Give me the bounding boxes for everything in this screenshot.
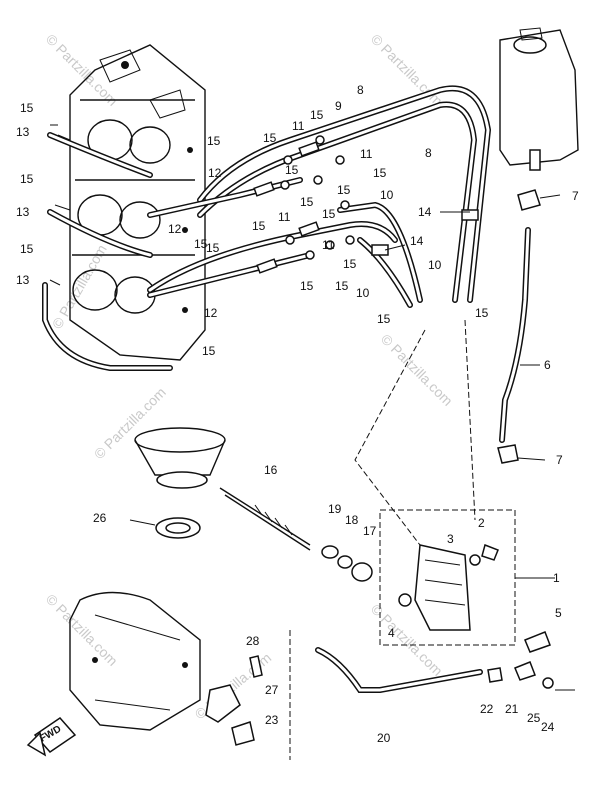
callout-layer: 1 2 3 4 5 6 7 7 8 8 9 10 10 10 11 11 11 …: [16, 83, 579, 745]
callout: 2: [478, 516, 485, 530]
hoses-10: [337, 201, 423, 308]
callout: 15: [252, 219, 266, 233]
callout: 22: [480, 702, 494, 716]
callout: 25: [527, 711, 541, 725]
drain-lines-13: [42, 132, 173, 371]
callout: 26: [93, 511, 107, 525]
callout: 14: [410, 234, 424, 248]
callout: 15: [373, 166, 387, 180]
callout: 15: [194, 237, 208, 251]
callout: 16: [264, 463, 278, 477]
callout: 15: [20, 242, 34, 256]
callout: 18: [345, 513, 359, 527]
clamps-14: [371, 209, 479, 256]
fittings: [487, 631, 575, 691]
callout: 7: [556, 453, 563, 467]
callout: 15: [263, 131, 277, 145]
gear-shaft: [134, 427, 373, 582]
callout: 13: [16, 273, 30, 287]
callout: 28: [246, 634, 260, 648]
oil-pump-assembly: [379, 509, 516, 646]
callout: 15: [300, 279, 314, 293]
callout: 15: [285, 163, 299, 177]
callout: 15: [206, 241, 220, 255]
callout: 23: [265, 713, 279, 727]
callout: 15: [310, 108, 324, 122]
callout: 8: [357, 83, 364, 97]
callout: 6: [544, 358, 551, 372]
watermark: © Partzilla.com: [378, 331, 456, 409]
callout: 10: [356, 286, 370, 300]
linkage: [205, 655, 263, 746]
oil-tank: [499, 27, 579, 171]
callout: 15: [377, 312, 391, 326]
callout: 8: [425, 146, 432, 160]
callout: 11: [360, 147, 373, 161]
callout: 15: [207, 134, 221, 148]
callout: 15: [20, 172, 34, 186]
callout: 15: [20, 101, 34, 115]
callout: 24: [541, 720, 555, 734]
engine-block: [69, 44, 206, 361]
callout: 15: [337, 183, 351, 197]
callout: 17: [363, 524, 377, 538]
callout: 15: [202, 344, 216, 358]
watermark: © Partzilla.com: [43, 31, 121, 109]
watermark: © Partzilla.com: [368, 31, 446, 109]
callout: 27: [265, 683, 279, 697]
callout: 14: [418, 205, 432, 219]
watermark: © Partzilla.com: [43, 591, 121, 669]
lower-housing: [69, 591, 201, 731]
callout: 10: [380, 188, 394, 202]
callout: 11: [322, 238, 335, 252]
fwd-arrow-icon: FWD: [26, 717, 77, 757]
callout: 15: [300, 195, 314, 209]
watermark-layer: © Partzilla.com © Partzilla.com © Partzi…: [43, 31, 456, 722]
hose-20: [315, 647, 483, 693]
callout: 15: [475, 306, 489, 320]
callout: 13: [16, 205, 30, 219]
callout: 7: [572, 189, 579, 203]
callout: 15: [343, 257, 357, 271]
oil-hose-6: [497, 189, 541, 464]
callout: 15: [322, 207, 336, 221]
callout: 13: [16, 125, 30, 139]
callout: 19: [328, 502, 342, 516]
callout: 15: [335, 279, 349, 293]
callout: 12: [204, 306, 218, 320]
callout: 20: [377, 731, 391, 745]
connector-hoses: [147, 135, 355, 298]
callout: 4: [388, 626, 395, 640]
callout: 5: [555, 606, 562, 620]
callout: 11: [278, 210, 291, 224]
leader-lines: [49, 124, 561, 760]
callout: 11: [292, 119, 305, 133]
callout: 3: [447, 532, 454, 546]
callout: 12: [208, 166, 222, 180]
long-hoses-8: [147, 85, 492, 303]
callout: 1: [553, 571, 560, 585]
callout: 10: [428, 258, 442, 272]
callout: 9: [335, 99, 342, 113]
callout: 12: [168, 222, 182, 236]
callout: 21: [505, 702, 519, 716]
